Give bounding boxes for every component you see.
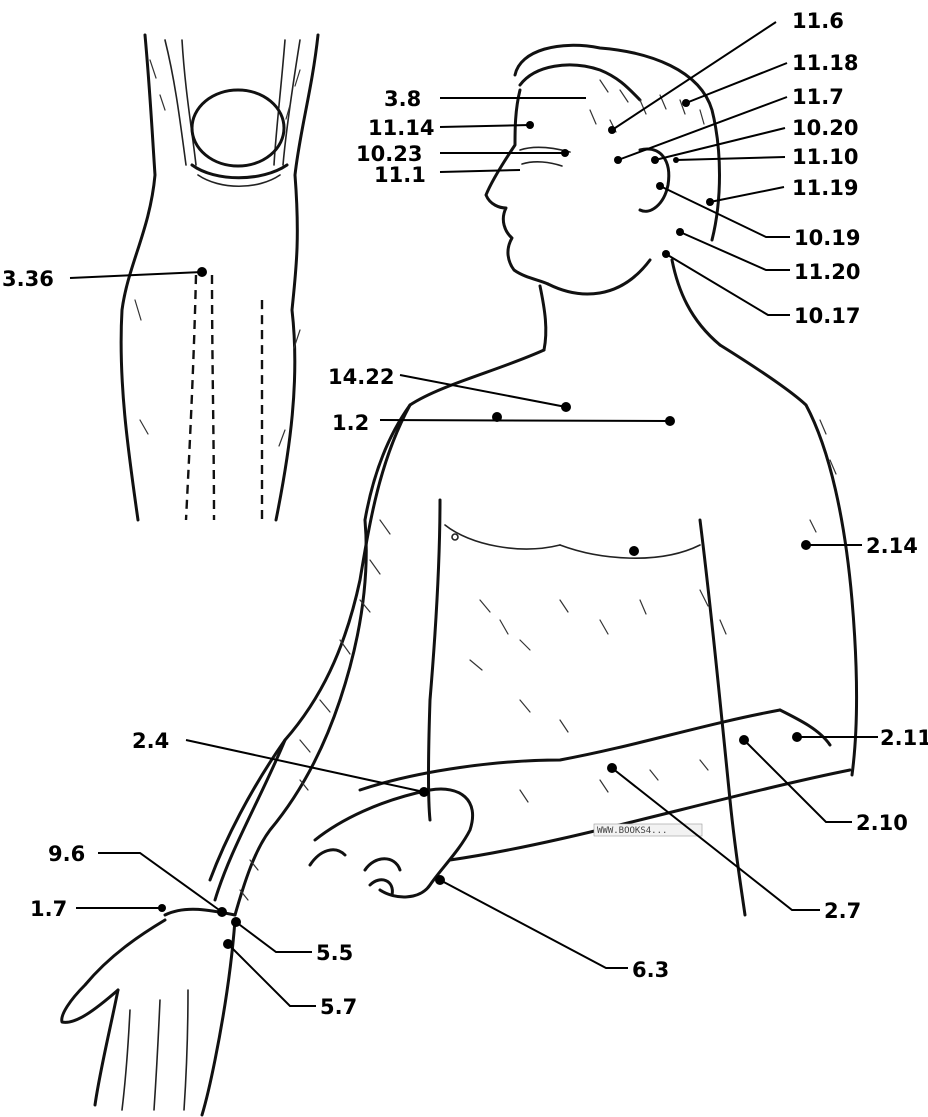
torso-illustration: [210, 345, 857, 915]
kneecap-shape: [192, 90, 284, 166]
label-11-18: 11.18: [792, 51, 858, 75]
label-11-7: 11.7: [792, 85, 844, 109]
label-2-7: 2.7: [824, 899, 861, 923]
leader-lines: [70, 22, 878, 1006]
label-5-7: 5.7: [320, 995, 357, 1019]
arms-illustration: [62, 700, 850, 1115]
point-labels: 3.36 11.6 11.18 11.7 10.20 11.10 11.19 1…: [2, 9, 928, 1019]
label-2-4: 2.4: [132, 729, 169, 753]
label-2-11: 2.11: [880, 726, 928, 750]
knee-illustration: [121, 35, 318, 520]
label-11-19: 11.19: [792, 176, 858, 200]
label-10-17: 10.17: [794, 304, 860, 328]
label-1-2: 1.2: [332, 411, 369, 435]
label-11-20: 11.20: [794, 260, 860, 284]
label-5-5: 5.5: [316, 941, 353, 965]
label-6-3: 6.3: [632, 958, 669, 982]
label-1-7: 1.7: [30, 897, 67, 921]
label-11-14: 11.14: [368, 116, 434, 140]
label-10-20: 10.20: [792, 116, 858, 140]
watermark-text: WWW.BOOKS4...: [597, 826, 667, 836]
label-2-10: 2.10: [856, 811, 908, 835]
label-11-6: 11.6: [792, 9, 844, 33]
label-9-6: 9.6: [48, 842, 85, 866]
label-11-10: 11.10: [792, 145, 858, 169]
label-3-36: 3.36: [2, 267, 54, 291]
label-3-8: 3.8: [384, 87, 421, 111]
label-2-14: 2.14: [866, 534, 918, 558]
label-14-22: 14.22: [328, 365, 394, 389]
point-dots: [158, 99, 811, 949]
label-10-19: 10.19: [794, 226, 860, 250]
label-11-1: 11.1: [374, 163, 426, 187]
